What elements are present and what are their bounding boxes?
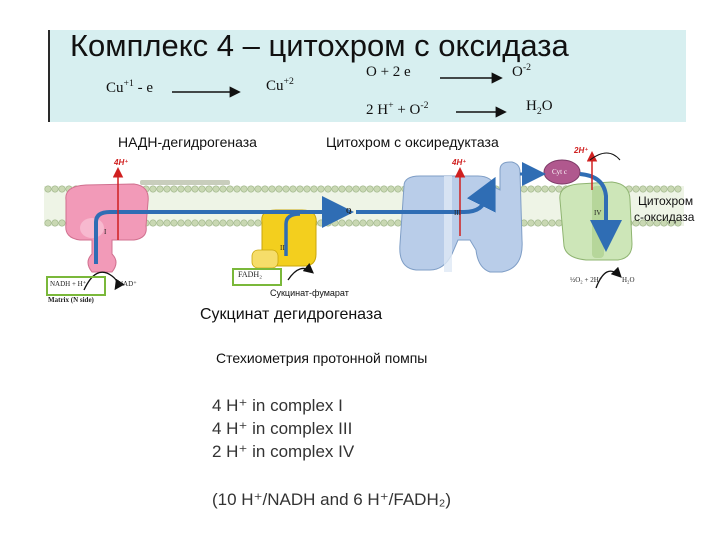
equation-h-left: 2 H+ + O-2 <box>366 100 429 119</box>
intermembrane-band <box>140 180 230 185</box>
iv-top-arc <box>589 152 621 161</box>
electron-path-i <box>94 196 354 264</box>
complex-ii-numeral: II <box>280 244 285 252</box>
cytochrome-c-oxidoreductase-label: Цитохром с оксиредуктаза <box>326 134 499 150</box>
fadh2-highlight-box <box>232 268 282 286</box>
nadh-highlight-box <box>46 276 106 296</box>
succinate-fumarate-label: Сукцинат-фумарат <box>270 288 349 298</box>
proton-label-iii: 4H⁺ <box>452 158 467 167</box>
h-left-charge-2: -2 <box>420 100 429 111</box>
cytochrome-c-label: Cyt c <box>552 168 567 176</box>
nadh-label: NADH + H⁺ <box>50 280 87 288</box>
o-right-charge: -2 <box>522 62 531 73</box>
stoichiometry-line-1: 4 H⁺ in complex I <box>212 396 343 415</box>
h-left-charge-1: + <box>388 100 394 111</box>
stoichiometry-summary: (10 H⁺/NADH and 6 H⁺/FADH₂) <box>212 490 451 509</box>
proton-label-iv: 2H⁺ <box>574 146 589 155</box>
nad-label: NAD⁺ <box>118 280 137 288</box>
oxygen-label: ½O₂ + 2H⁺ <box>570 276 603 284</box>
complex-i <box>65 183 149 273</box>
oxygen-reaction-arc <box>595 266 622 289</box>
water-o: O <box>541 98 553 114</box>
slide-title: Комплекс 4 – цитохром с оксидаза <box>70 28 569 63</box>
equation-cu-right: Cu+2 <box>266 76 294 95</box>
stoichiometry-heading: Стехиометрия протонной помпы <box>216 350 428 366</box>
complex-iii-numeral: III <box>454 209 461 217</box>
complex-ii <box>251 209 317 269</box>
electron-path-iv <box>579 172 622 252</box>
cu-left-symbol: Cu <box>106 80 124 96</box>
h-left-a: 2 H <box>366 102 389 118</box>
water-h: H <box>526 98 537 114</box>
complex-iv <box>559 181 633 261</box>
equation-water: H2O <box>526 98 553 117</box>
matrix-label: Matrix (N side) <box>48 296 94 304</box>
nadh-reaction-arc <box>83 271 125 291</box>
succinate-dehydrogenase-label: Сукцинат дегидрогеназа <box>200 306 383 323</box>
cu-right-charge: +2 <box>283 76 294 87</box>
electron-path-iii <box>356 176 496 214</box>
nadh-dehydrogenase-label: НАДН-дегидрогеназа <box>118 134 257 150</box>
cytochrome-c-oxidase-label-2: с-оксидаза <box>634 210 695 224</box>
h-left-b: + O <box>393 102 421 118</box>
equation-cu-left: Cu+1 - e <box>106 78 153 97</box>
cu-right-symbol: Cu <box>266 78 284 94</box>
water-sub: 2 <box>536 106 542 117</box>
stoichiometry-line-2: 4 H⁺ in complex III <box>212 419 353 438</box>
q-label: Q <box>346 207 352 215</box>
cu-left-charge: +1 <box>123 78 134 89</box>
equation-o-left: O + 2 e <box>366 64 411 80</box>
stoichiometry-line-3: 2 H⁺ in complex IV <box>212 442 355 461</box>
proton-label-i: 4H⁺ <box>114 158 129 167</box>
complex-i-numeral: I <box>104 228 107 236</box>
equation-o-right: O-2 <box>512 62 531 81</box>
complex-iii <box>399 161 523 273</box>
electron-path-ii <box>284 212 301 256</box>
succinate-reaction-arc <box>287 263 314 281</box>
water-label: H₂O <box>622 276 635 284</box>
fadh2-label: FADH₂ <box>238 270 262 279</box>
complex-iv-numeral: IV <box>594 209 602 217</box>
cu-left-tail: - e <box>133 80 154 96</box>
o-right-symbol: O <box>512 64 523 80</box>
header-band <box>48 30 686 122</box>
cytochrome-c-oxidase-label-1: Цитохром <box>638 194 694 208</box>
